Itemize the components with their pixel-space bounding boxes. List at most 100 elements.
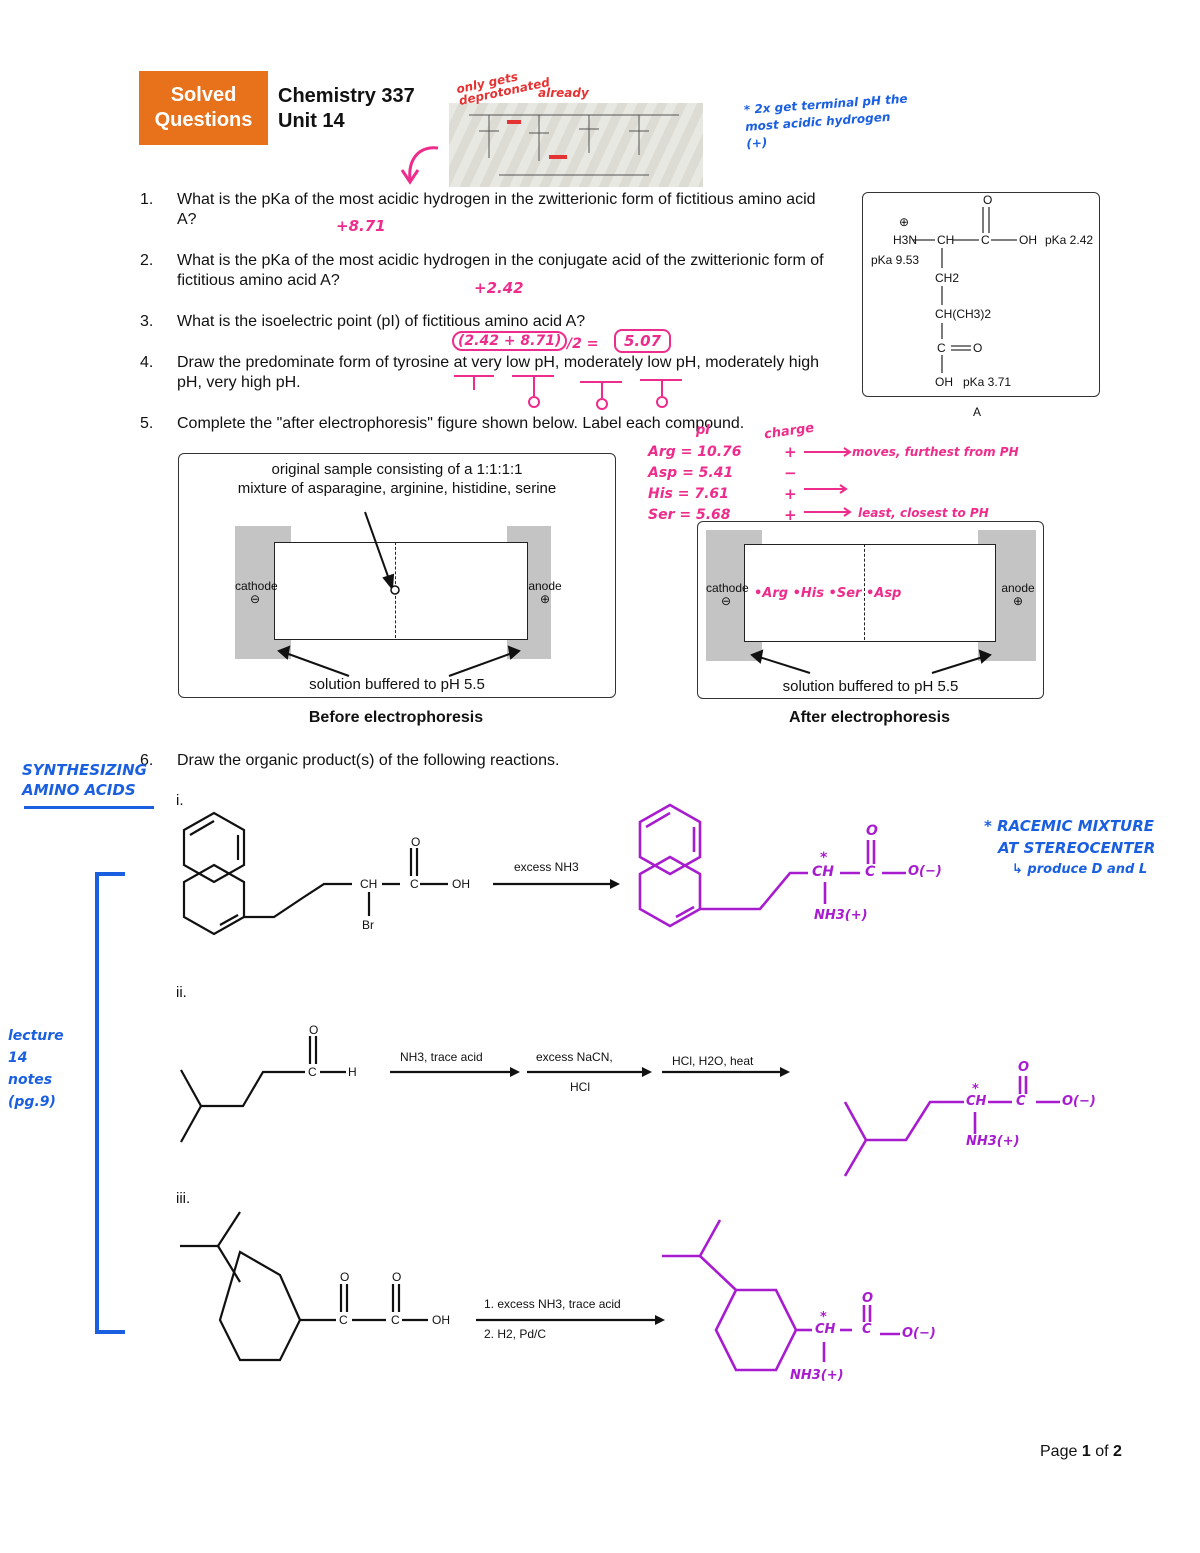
lecture-line4: (pg.9) xyxy=(8,1094,56,1110)
prod-i-ominus: O(−) xyxy=(908,864,942,879)
rxn-i-c: C xyxy=(410,877,419,891)
sample-line2: mixture of asparagine, arginine, histidi… xyxy=(237,480,557,497)
anode-text: anode xyxy=(528,579,562,593)
answer-3: 5.07 xyxy=(614,329,672,353)
rxn-iii-o2: O xyxy=(392,1270,402,1284)
a-c: C xyxy=(981,233,990,247)
plus-icon: ⊕ xyxy=(1012,594,1024,608)
pi-his: His = 7.61 xyxy=(648,486,729,502)
racemic-line1: * RACEMIC MIXTURE xyxy=(984,817,1155,835)
prod-ii-star: * xyxy=(972,1082,979,1097)
synth-line2: AMINO ACIDS xyxy=(22,781,136,799)
pi-asp: Asp = 5.41 xyxy=(648,465,734,481)
rxn-iii-c1: C xyxy=(339,1313,348,1327)
note-charge-list: + − + + xyxy=(784,442,797,526)
note-pi-header: pI xyxy=(696,423,711,438)
question-text: What is the pKa of the most acidic hydro… xyxy=(177,191,816,228)
badge-line2: Questions xyxy=(154,109,253,131)
prod-ii-o: O xyxy=(1018,1060,1030,1075)
sample-line1: original sample consisting of a 1:1:1:1 xyxy=(271,461,523,478)
aldehyde-start xyxy=(180,1036,780,1143)
prod-iii-ominus: O(−) xyxy=(902,1326,936,1341)
a-pka-cooh: pKa 2.42 xyxy=(1045,233,1094,247)
prod-iii-o: O xyxy=(862,1291,874,1306)
reaction-ii-label: ii. xyxy=(176,984,187,1001)
question-text: Complete the "after electrophoresis" fig… xyxy=(177,415,745,432)
rxn-i-br: Br xyxy=(362,918,374,932)
prod-ii-ch: CH xyxy=(966,1094,987,1109)
prod-i-ch: CH xyxy=(812,864,834,880)
page-of: of xyxy=(1095,1443,1109,1460)
a-o2: O xyxy=(973,341,983,355)
racemic-line3: ↳ produce D and L xyxy=(1012,862,1148,877)
reaction-iii-label: iii. xyxy=(176,1190,191,1207)
question-number: 3. xyxy=(140,313,154,330)
structure-a-bonds xyxy=(913,207,1017,373)
prod-ii-c: C xyxy=(1016,1094,1026,1109)
product-ii xyxy=(843,1076,1060,1177)
cyclohexyl-start xyxy=(180,1211,655,1362)
after-arrows xyxy=(750,649,992,674)
rxn-iii-reagent2: 2. H2, Pd/C xyxy=(484,1327,547,1341)
after-panel: cathode ⊖ anode ⊕ •Arg •His •Ser •Asp so… xyxy=(697,521,1044,699)
prod-i-star: * xyxy=(820,850,828,866)
note-synthesizing: SYNTHESIZING AMINO ACIDS xyxy=(22,760,147,800)
a-ch-ch3: CH(CH3)2 xyxy=(935,307,992,321)
gel xyxy=(744,544,996,642)
answer-1: +8.71 xyxy=(336,217,386,235)
a-oh2: OH xyxy=(935,375,953,389)
a-oh: OH xyxy=(1019,233,1037,247)
lecture-line2: 14 xyxy=(8,1050,28,1066)
question-number: 5. xyxy=(140,415,154,432)
a-h3n: H3N xyxy=(893,233,918,247)
rxn-ii-reagent2b: HCl xyxy=(570,1080,590,1094)
gel-midline xyxy=(864,544,865,640)
answer-2: +2.42 xyxy=(474,279,524,297)
prod-iii-ch: CH xyxy=(815,1322,836,1337)
rxn-iii-c2: C xyxy=(391,1313,400,1327)
prod-iii-nh3: NH3(+) xyxy=(790,1368,844,1383)
question-number: 1. xyxy=(140,191,154,208)
after-caption: After electrophoresis xyxy=(789,709,950,726)
question-text: What is the isoelectric point (pI) of fi… xyxy=(177,313,586,330)
question-text: Draw the predominate form of tyrosine at… xyxy=(177,354,820,391)
plus-icon: ⊕ xyxy=(539,592,551,606)
page-number: 1 xyxy=(1081,1443,1091,1460)
synth-line1: SYNTHESIZING xyxy=(22,761,147,779)
answer-3-work: (2.42 + 8.71) xyxy=(452,331,568,351)
prod-i-o: O xyxy=(866,823,878,839)
sample-description: original sample consisting of a 1:1:1:1 … xyxy=(179,460,615,498)
note-arg-moves: moves, furthest from PH xyxy=(852,445,1019,459)
minus-icon: ⊖ xyxy=(720,594,732,608)
before-caption: Before electrophoresis xyxy=(308,709,484,726)
pasted-photo xyxy=(449,103,703,187)
before-buffer-label: solution buffered to pH 5.5 xyxy=(309,676,485,693)
prod-ii-nh3: NH3(+) xyxy=(966,1134,1020,1149)
question-text: What is the pKa of the most acidic hydro… xyxy=(177,252,824,289)
a-plus: ⊕ xyxy=(899,215,910,229)
structure-a-label: A xyxy=(973,405,982,419)
minus-icon: ⊖ xyxy=(249,592,261,606)
naphthalene-start xyxy=(182,811,610,936)
solved-questions-badge: Solved Questions xyxy=(139,71,268,145)
prod-iii-star: * xyxy=(820,1310,827,1325)
prod-i-c: C xyxy=(865,864,876,880)
a-pka-side: pKa 3.71 xyxy=(963,375,1012,389)
cathode-text: cathode xyxy=(706,581,749,595)
anode-label: anode ⊕ xyxy=(525,580,565,606)
cathode-label: cathode ⊖ xyxy=(235,580,278,606)
rxn-ii-reagent1: NH3, trace acid xyxy=(400,1050,483,1064)
pi-ser: Ser = 5.68 xyxy=(648,507,731,523)
product-iii xyxy=(662,1219,900,1372)
synth-underline xyxy=(24,806,154,809)
prod-ii-ominus: O(−) xyxy=(1062,1094,1096,1109)
page-indicator: Page 1 of 2 xyxy=(1040,1443,1122,1461)
note-pi-list: Arg = 10.76 Asp = 5.41 His = 7.61 Ser = … xyxy=(648,442,742,526)
photo-sketch xyxy=(469,114,679,176)
charge-his: + xyxy=(784,485,797,503)
course-title: Chemistry 337 Unit 14 xyxy=(278,84,415,134)
rxn-i-reagent: excess NH3 xyxy=(514,860,579,874)
note-lecture: lecture 14 notes (pg.9) xyxy=(8,1025,64,1113)
note-ser-least: least, closest to PH xyxy=(858,506,989,520)
